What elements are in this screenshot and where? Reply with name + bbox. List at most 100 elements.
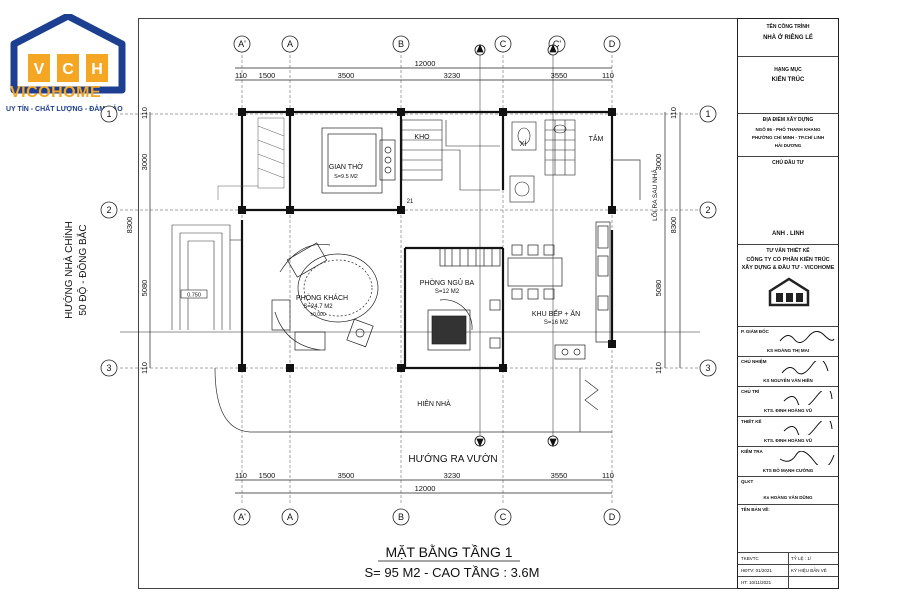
tb-project-value: NHÀ Ở RIÊNG LẺ	[763, 35, 813, 41]
altar-furniture	[321, 127, 396, 194]
tb-role-6: QLKT Ks HOÀNG VĂN DŨNG	[738, 477, 838, 505]
logo-letter-v: V	[34, 61, 45, 78]
dim-overall-bottom: 12000	[415, 484, 436, 493]
axis-a-prime-bottom: A'	[238, 512, 246, 522]
room-bedroom: PHÒNG NGỦ BA	[420, 278, 475, 287]
tb-footer-contract: HĐTV: 01/2021	[741, 568, 772, 573]
back-exit-label: LỐI RA SAU NHÀ	[649, 169, 659, 221]
signature-3	[783, 391, 833, 405]
room-kho: KHO	[414, 134, 430, 141]
company-logo-icon	[768, 277, 810, 307]
walls	[240, 110, 614, 370]
room-living-area: S=24.7 M2	[303, 304, 333, 310]
title-block: TÊN CÔNG TRÌNH NHÀ Ở RIÊNG LẺ HẠNG MỤC K…	[737, 18, 839, 589]
main-direction-label: HƯỚNG NHÀ CHÍNH	[62, 221, 75, 319]
tb-owner: CHỦ ĐẦU TƯ ANH . LINH	[738, 157, 838, 245]
logo-name: VICOHOME	[10, 84, 102, 101]
axis-1-right: 1	[705, 109, 710, 119]
floor-plan: A' A B C C' D A' A B C D 1 2 3 1 2 3 120…	[62, 35, 717, 580]
room-wc: XÍ	[520, 139, 527, 148]
logo-letter-h: H	[91, 61, 103, 78]
axis-a-top: A	[287, 39, 293, 49]
vicohome-logo: V C H	[10, 14, 126, 94]
dim-top-6: 110	[602, 71, 614, 80]
plan-title: MẶT BẰNG TẦNG 1	[385, 543, 512, 560]
tb-location-line-2: PHƯỜNG CHÍ MINH - TP.CHÍ LINH	[751, 135, 825, 140]
wc-bath	[509, 119, 576, 203]
tb-location-line-1: NGÕ 86 - PHỐ THANH KHANG	[755, 127, 821, 132]
tb-role-1-name: KS HOÀNG THỊ MAI	[766, 348, 810, 353]
tb-owner-label: CHỦ ĐẦU TƯ	[772, 160, 804, 166]
tb-role-1: P. GIÁM ĐỐC KS HOÀNG THỊ MAI	[738, 327, 838, 357]
tb-owner-value: ANH . LINH	[772, 231, 804, 237]
tb-location: ĐỊA ĐIỂM XÂY DỰNG NGÕ 86 - PHỐ THANH KHA…	[738, 114, 838, 157]
tb-role-1-title: P. GIÁM ĐỐC	[741, 329, 769, 334]
hatched-planter	[217, 117, 285, 200]
garden-direction-label: HƯỚNG RA VƯỜN	[408, 452, 497, 465]
tb-role-5-title: KIỂM TRA	[741, 449, 763, 454]
axis-c-top: C	[500, 39, 507, 49]
axis-c-bottom: C	[500, 512, 507, 522]
axis-3-right: 3	[705, 363, 710, 373]
tb-footer-scale: TỶ LỆ : 1/	[791, 556, 812, 561]
dim-bottom-2: 1500	[259, 471, 276, 480]
tb-project: TÊN CÔNG TRÌNH NHÀ Ở RIÊNG LẺ	[738, 19, 838, 57]
axis-c-prime-top: C'	[553, 39, 561, 49]
tb-consultant-line-1: CÔNG TY CỔ PHẦN KIẾN TRÚC	[746, 257, 830, 263]
signature-4	[783, 421, 833, 435]
stair-count: 21	[407, 199, 414, 205]
room-living: PHÒNG KHÁCH	[296, 293, 348, 302]
dim-left-5: 110	[140, 362, 149, 374]
tb-footer-row-2: HĐTV: 01/2021 KÝ HIỆU BẢN VẼ	[738, 565, 838, 577]
dim-left-4: 5080	[140, 280, 149, 297]
tb-role-6-title: QLKT	[741, 479, 754, 484]
dim-left-3: 8300	[125, 217, 134, 234]
dim-left-1: 110	[140, 107, 149, 119]
main-direction-degree: 50 ĐỘ - ĐÔNG BẮC	[76, 224, 89, 315]
room-kitchen: KHU BẾP + ĂN	[532, 308, 580, 318]
plan-subtitle: S= 95 M2 - CAO TẦNG : 3.6M	[365, 565, 540, 580]
tb-category: HẠNG MỤC KIẾN TRÚC	[738, 57, 838, 114]
tb-footer-symbol: KÝ HIỆU BẢN VẼ	[791, 568, 827, 573]
axis-2-right: 2	[705, 205, 710, 215]
tb-role-3-name: KTS. ĐINH HOÀNG VŨ	[763, 408, 812, 413]
porch-outline	[214, 159, 641, 433]
dim-left-2: 3000	[140, 154, 149, 171]
tb-project-label: TÊN CÔNG TRÌNH	[766, 24, 810, 30]
axis-b-top: B	[398, 39, 404, 49]
section-markers	[474, 43, 559, 448]
tb-role-5: KIỂM TRA KTS ĐỖ MẠNH CƯỜNG	[738, 447, 838, 477]
room-kitchen-area: S=16 M2	[544, 320, 569, 326]
columns	[238, 108, 616, 372]
room-bedroom-area: S=12 M2	[435, 289, 460, 295]
dim-right-1: 110	[669, 107, 678, 119]
tb-category-value: KIẾN TRÚC	[771, 77, 805, 83]
grid-bubbles-top	[100, 35, 717, 526]
axis-1-left: 1	[106, 109, 111, 119]
tb-role-4: THIẾT KẾ KTS. ĐINH HOÀNG VŨ	[738, 417, 838, 447]
tb-footer-row-1: TKBVTC TỶ LỆ : 1/	[738, 553, 838, 565]
dim-right-5: 110	[654, 362, 663, 374]
room-living-level: ±0.000	[310, 312, 325, 318]
dim-top-5: 3550	[551, 71, 568, 80]
axis-a-prime-top: A'	[238, 39, 246, 49]
dim-top-4: 3230	[444, 71, 461, 80]
dim-bottom-4: 3230	[444, 471, 461, 480]
living-furniture	[271, 242, 379, 351]
tb-role-6-name: Ks HOÀNG VĂN DŨNG	[763, 495, 813, 500]
tb-role-3-title: CHỦ TRÌ	[741, 389, 760, 394]
tb-drawing-name: TÊN BẢN VẼ:	[738, 505, 838, 553]
tb-role-4-name: KTS. ĐINH HOÀNG VŨ	[763, 438, 812, 443]
room-altar: GIAN THỜ	[329, 162, 363, 171]
dim-bottom-6: 110	[602, 471, 614, 480]
kitchen-furniture	[507, 221, 611, 360]
tb-category-label: HẠNG MỤC	[774, 67, 802, 73]
tb-drawing-name-label: TÊN BẢN VẼ:	[741, 507, 770, 512]
signature-5	[779, 451, 835, 465]
signature-1	[779, 331, 835, 343]
dim-top-1: 110	[235, 71, 247, 80]
tb-role-4-title: THIẾT KẾ	[741, 419, 762, 424]
level-marker: 0.750	[187, 293, 201, 299]
dim-bottom-1: 110	[235, 471, 247, 480]
level-marker-box	[180, 289, 208, 299]
